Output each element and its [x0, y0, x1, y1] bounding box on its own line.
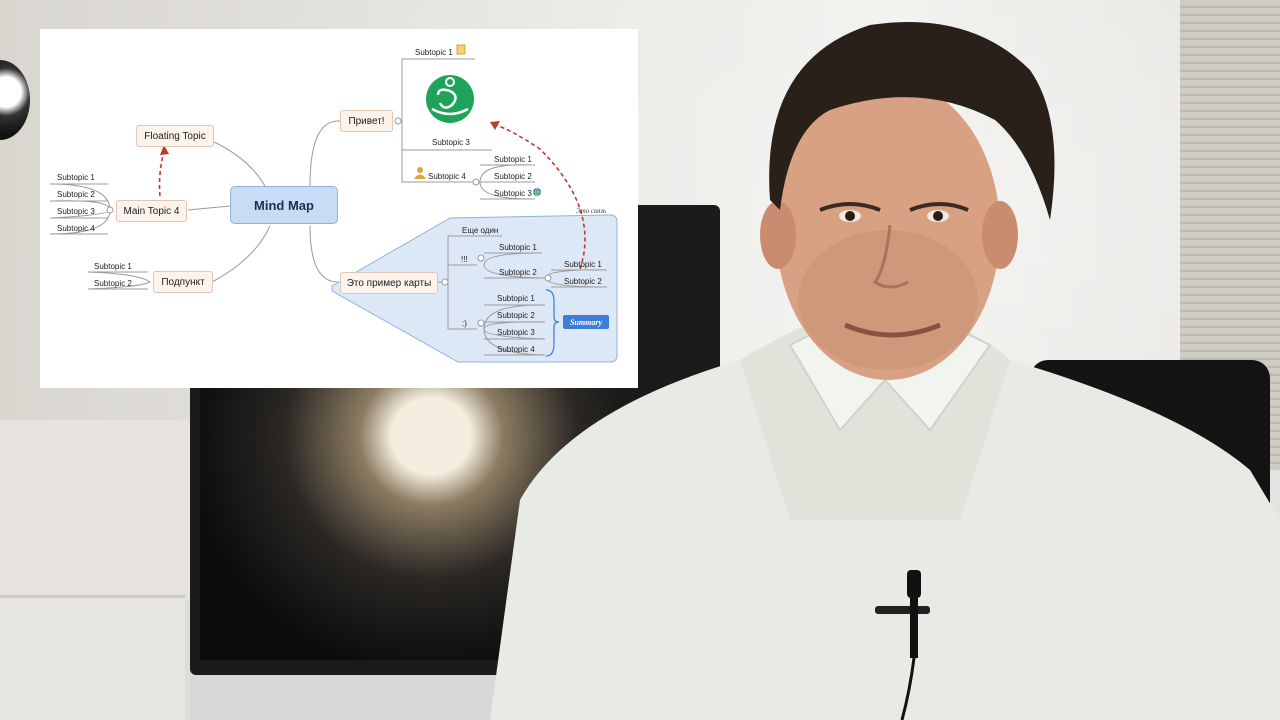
eshe-odin[interactable]: Еще один — [462, 226, 499, 235]
privet-subtopic-4[interactable]: Subtopic 4 — [428, 172, 466, 181]
shelf — [0, 420, 190, 600]
smile-topic[interactable]: :) — [462, 319, 467, 328]
main-topic-4[interactable]: Main Topic 4 — [116, 200, 187, 222]
smile-child-1[interactable]: Subtopic 1 — [497, 294, 535, 303]
s4-child-2[interactable]: Subtopic 2 — [494, 172, 532, 181]
sub2-child-1[interactable]: Subtopic 1 — [564, 260, 602, 269]
sub2-child-2[interactable]: Subtopic 2 — [564, 277, 602, 286]
relationship-label[interactable]: Это связь — [576, 207, 607, 215]
excl-child-1[interactable]: Subtopic 1 — [499, 243, 537, 252]
zen-logo-icon — [426, 75, 474, 123]
floating-topic[interactable]: Floating Topic — [136, 125, 214, 147]
mind-map-panel: Mind Map Floating Topic Main Topic 4 Sub… — [40, 29, 638, 388]
smile-child-3[interactable]: Subtopic 3 — [497, 328, 535, 337]
s4-child-1[interactable]: Subtopic 1 — [494, 155, 532, 164]
excl-topic[interactable]: !!! — [461, 255, 468, 264]
central-topic[interactable]: Mind Map — [230, 186, 338, 224]
mind-map-connectors — [49, 44, 618, 363]
printer — [0, 595, 185, 720]
s4-child-3[interactable]: Subtopic 3 — [494, 189, 532, 198]
mt4-subtopic-2[interactable]: Subtopic 2 — [57, 190, 95, 199]
presenter — [490, 22, 1280, 720]
smile-child-4[interactable]: Subtopic 4 — [497, 345, 535, 354]
summary-topic[interactable]: Summary — [563, 315, 609, 329]
smile-child-2[interactable]: Subtopic 2 — [497, 311, 535, 320]
podpunkt-subtopic-1[interactable]: Subtopic 1 — [94, 262, 132, 271]
mt4-subtopic-4[interactable]: Subtopic 4 — [57, 224, 95, 233]
privet-topic[interactable]: Привет! — [340, 110, 393, 132]
podpunkt-subtopic-2[interactable]: Subtopic 2 — [94, 279, 132, 288]
privet-subtopic-3[interactable]: Subtopic 3 — [432, 138, 470, 147]
excl-child-2[interactable]: Subtopic 2 — [499, 268, 537, 277]
podpunkt-topic[interactable]: Подпункт — [153, 271, 213, 293]
example-topic[interactable]: Это пример карты — [340, 272, 438, 294]
mt4-subtopic-1[interactable]: Subtopic 1 — [57, 173, 95, 182]
privet-subtopic-1[interactable]: Subtopic 1 — [415, 48, 453, 57]
mt4-subtopic-3[interactable]: Subtopic 3 — [57, 207, 95, 216]
